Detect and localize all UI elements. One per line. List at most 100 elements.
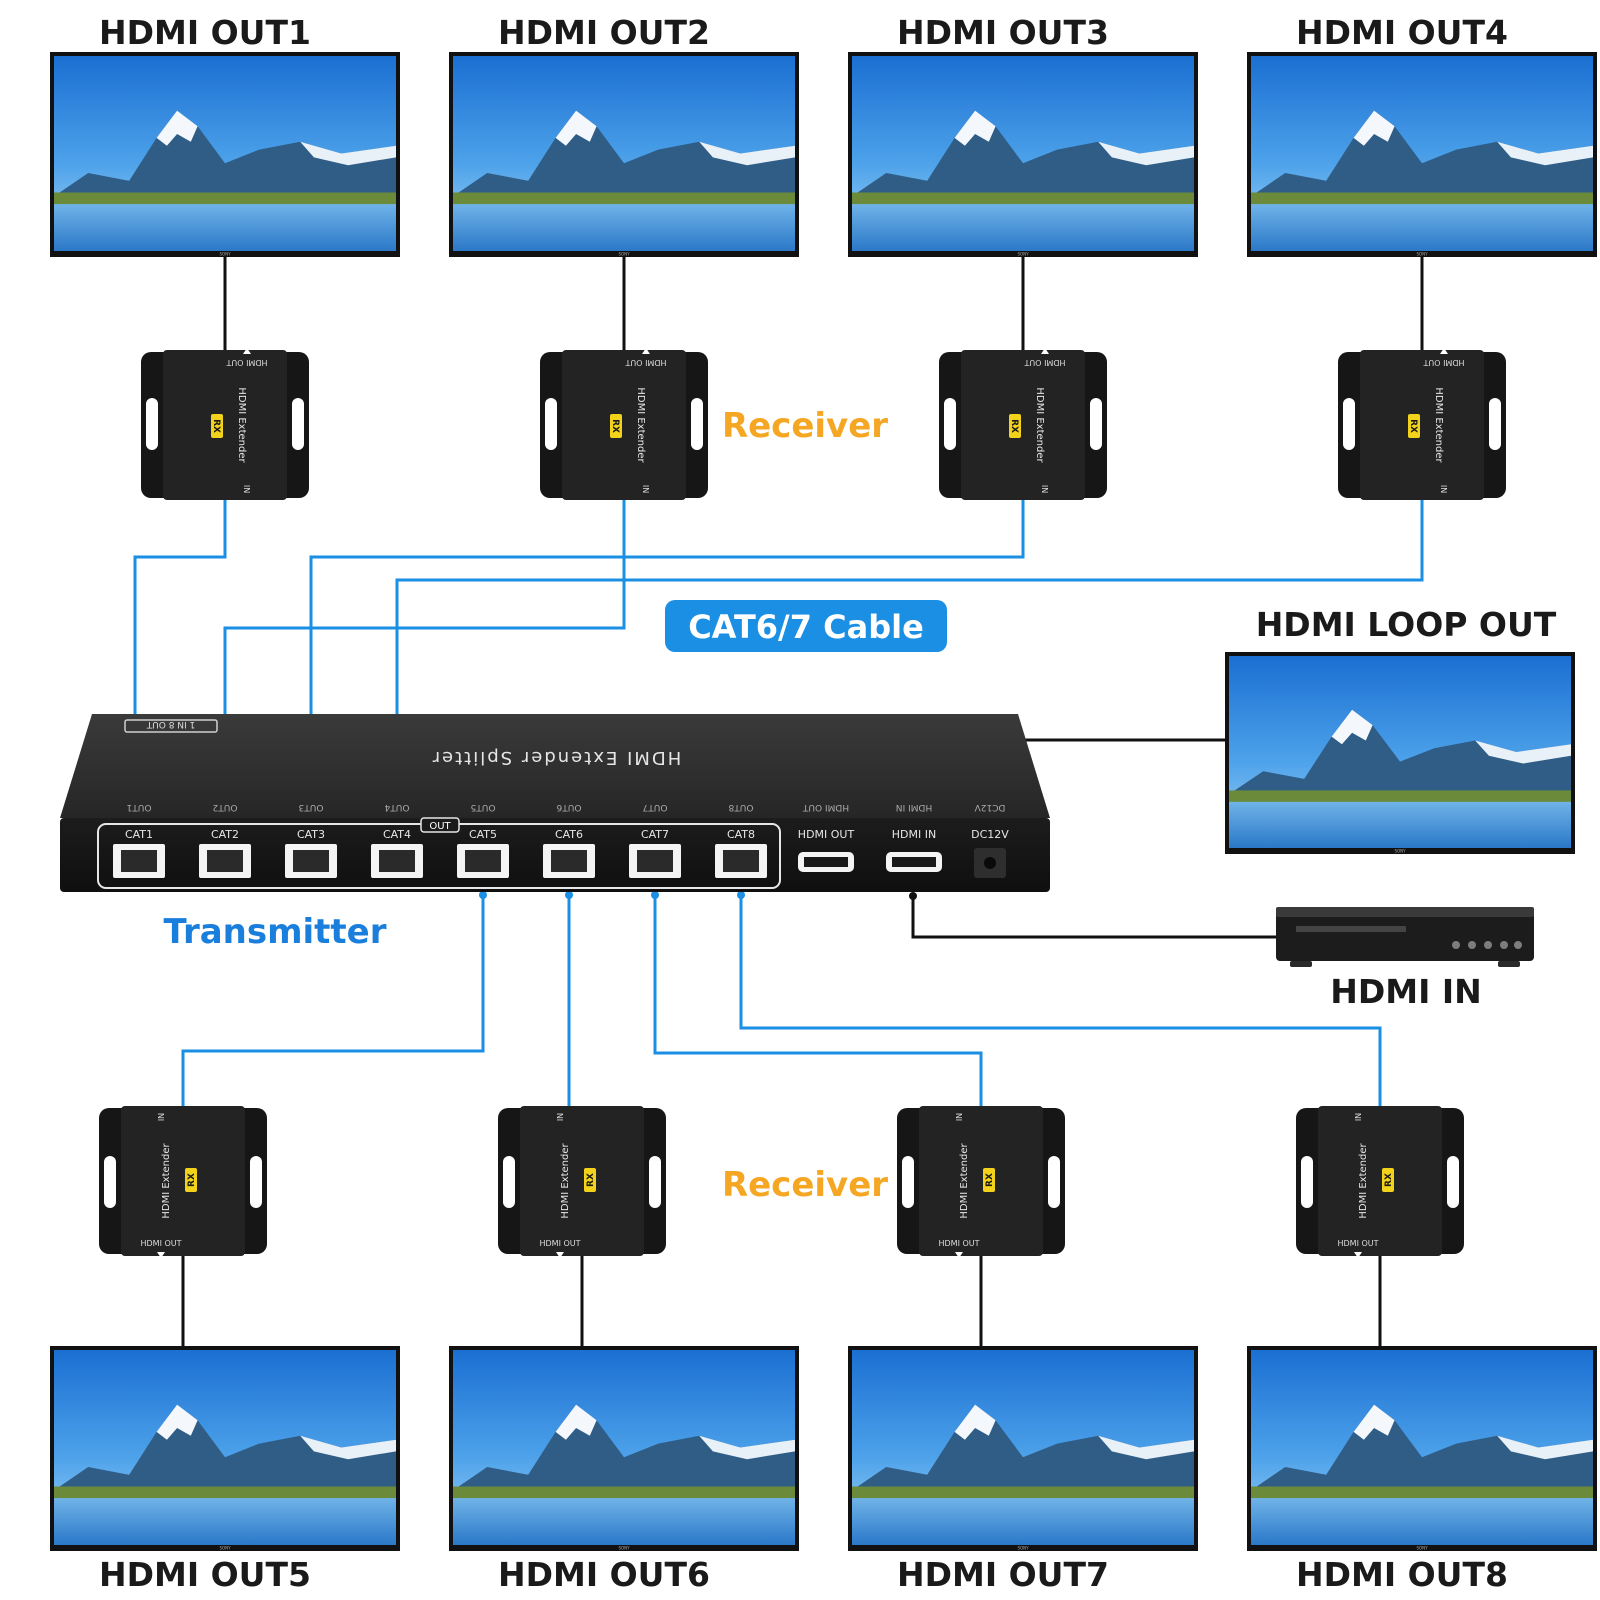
receiver-port-bottom: IN — [1439, 485, 1448, 493]
meadow — [1251, 192, 1593, 205]
rx-badge-text: RX — [586, 1173, 596, 1187]
monitor-title-6: HDMI OUT6 — [498, 1555, 710, 1594]
rear-port-label: OUT7 — [643, 802, 668, 812]
mountain-snow — [1353, 110, 1395, 146]
receiver-port-bottom: IN — [1354, 1113, 1363, 1121]
cat-cable — [653, 896, 983, 1106]
mountain-range — [453, 110, 795, 197]
rx-badge — [1382, 1168, 1394, 1192]
rx-badge-text: RX — [1009, 419, 1019, 433]
monitor-title-4: HDMI OUT4 — [1296, 13, 1508, 52]
cat-port-label: CAT4 — [383, 828, 411, 841]
receiver-port-bottom: IN — [1040, 485, 1049, 493]
rx-badge — [211, 414, 223, 438]
receiver-product-name: HDMI Extender — [161, 1142, 172, 1218]
monitor: SONY — [1247, 1346, 1597, 1551]
receiver-arrow — [1354, 1252, 1362, 1258]
receiver-arrow — [1440, 348, 1448, 354]
player-tray — [1296, 926, 1406, 932]
hdmi-in-port-label: HDMI IN — [892, 828, 936, 841]
mountain-snow — [156, 1404, 198, 1440]
monitor: SONY — [449, 1346, 799, 1551]
receiver-mount-slot — [250, 1156, 262, 1208]
receiver-mount-slot — [292, 398, 304, 450]
mountain-snow — [699, 141, 795, 166]
receiver-body — [1360, 350, 1484, 500]
lake — [1251, 1498, 1593, 1545]
receiver-body — [121, 1106, 245, 1256]
receiver-port-top: HDMI OUT — [1423, 358, 1464, 367]
receiver-product-name: HDMI Extender — [959, 1142, 970, 1218]
mountain-snow — [300, 1435, 396, 1460]
receiver-port-top: HDMI OUT — [226, 358, 267, 367]
rx-badge-text: RX — [1408, 419, 1418, 433]
monitor: SONY — [449, 52, 799, 257]
cat-cable — [739, 896, 1382, 1106]
rj45-port-opening — [723, 850, 759, 872]
receiver-port-top: HDMI OUT — [1337, 1239, 1378, 1248]
receiver-port-top: HDMI OUT — [625, 358, 666, 367]
cat-cable — [395, 500, 1424, 812]
mountain-snow — [555, 1404, 597, 1440]
receiver-mount-slot — [1301, 1156, 1313, 1208]
monitor: SONY — [50, 1346, 400, 1551]
receiver-product-name: HDMI Extender — [635, 387, 646, 463]
mountain-snow — [156, 110, 198, 146]
monitor-title-1: HDMI OUT1 — [99, 13, 311, 52]
mountain-range — [54, 110, 396, 197]
player-button — [1500, 941, 1508, 949]
mountain-snow — [1098, 1435, 1194, 1460]
mountain-snow — [555, 110, 597, 146]
monitor-brand: SONY — [1394, 849, 1406, 854]
rear-port-label: OUT6 — [556, 802, 581, 812]
lake — [1229, 801, 1571, 848]
mountain-snow — [1497, 141, 1593, 166]
hdmi-in-label: HDMI IN — [1330, 972, 1482, 1011]
rear-port-label: OUT4 — [384, 802, 409, 812]
receiver-port-top: HDMI OUT — [1024, 358, 1065, 367]
monitor-brand: SONY — [1017, 1546, 1029, 1551]
rj45-port-opening — [379, 850, 415, 872]
monitor: SONY — [50, 52, 400, 257]
receiver-mount-slot — [944, 398, 956, 450]
power-port-label: DC12V — [971, 828, 1009, 841]
cat-port-label: CAT6 — [555, 828, 583, 841]
lake — [852, 1498, 1194, 1545]
rj45-port-opening — [465, 850, 501, 872]
hdmi-in-port-opening — [892, 857, 936, 867]
player-button — [1484, 941, 1492, 949]
monitor-title-3: HDMI OUT3 — [897, 13, 1109, 52]
receiver-arrow — [243, 348, 251, 354]
receiver-product-name: HDMI Extender — [1358, 1142, 1369, 1218]
meadow — [1229, 790, 1571, 802]
dc-power-jack-pin — [984, 857, 996, 869]
mountain-snow — [1475, 740, 1571, 764]
meadow — [54, 192, 396, 205]
hdmi-in-cable — [911, 896, 1276, 939]
mountain-snow — [699, 1435, 795, 1460]
receiver-body — [919, 1106, 1043, 1256]
receiver-arrow — [157, 1252, 165, 1258]
mountain-range — [453, 1404, 795, 1491]
lake — [54, 204, 396, 251]
cat-cable — [133, 500, 227, 812]
player-foot — [1290, 961, 1312, 967]
monitor-title-5: HDMI OUT5 — [99, 1555, 311, 1594]
receiver-arrow — [955, 1252, 963, 1258]
cat-port-label: CAT5 — [469, 828, 497, 841]
mountain-range — [1229, 709, 1571, 795]
meadow — [852, 192, 1194, 205]
meadow — [453, 1486, 795, 1499]
rj45-port-opening — [207, 850, 243, 872]
rx-badge — [1009, 414, 1021, 438]
mountain-snow — [954, 110, 996, 146]
receiver-mount-slot — [1343, 398, 1355, 450]
